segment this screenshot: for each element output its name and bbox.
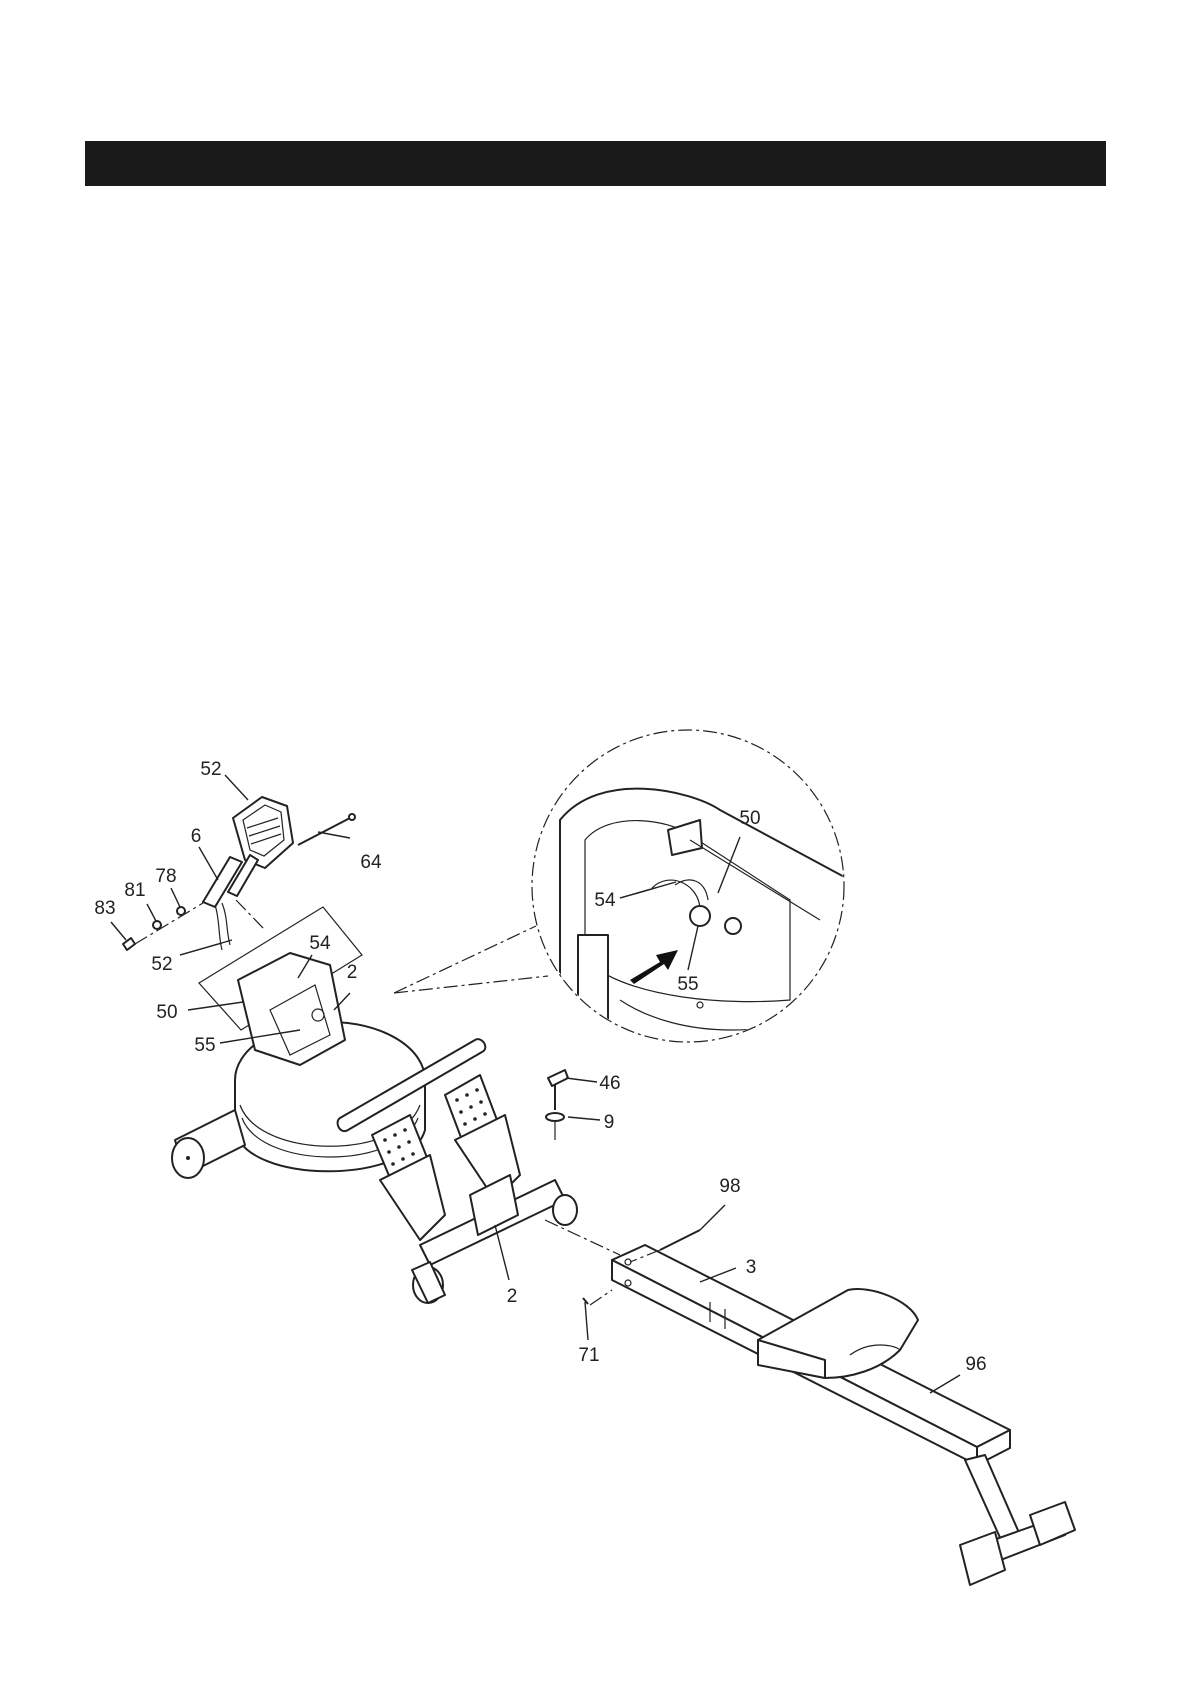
callout-52-console: 52 (200, 759, 221, 780)
detail-callout-54: 54 (594, 890, 616, 911)
callout-81: 81 (124, 880, 145, 901)
rail-assembly (583, 1230, 1075, 1585)
callout-46: 46 (599, 1073, 620, 1094)
callout-64: 64 (360, 852, 382, 873)
callout-50: 50 (156, 1002, 177, 1023)
callout-6: 6 (191, 826, 202, 847)
callout-2-lower: 2 (507, 1286, 518, 1307)
callout-9: 9 (604, 1112, 615, 1133)
detail-callout-50: 50 (739, 808, 760, 829)
callout-83: 83 (94, 898, 115, 919)
callout-55: 55 (194, 1035, 215, 1056)
callout-2-upper: 2 (347, 962, 358, 983)
callout-96: 96 (965, 1354, 986, 1375)
rail-alignment-line (545, 1220, 620, 1255)
callout-3: 3 (746, 1257, 757, 1278)
callout-52-wires: 52 (151, 954, 172, 975)
callout-78: 78 (155, 866, 176, 887)
callout-54: 54 (309, 933, 331, 954)
callout-98: 98 (719, 1176, 740, 1197)
front-frame-assembly (172, 953, 577, 1303)
detail-view (394, 730, 850, 1075)
detail-callout-55: 55 (677, 974, 698, 995)
callout-71: 71 (578, 1345, 599, 1366)
